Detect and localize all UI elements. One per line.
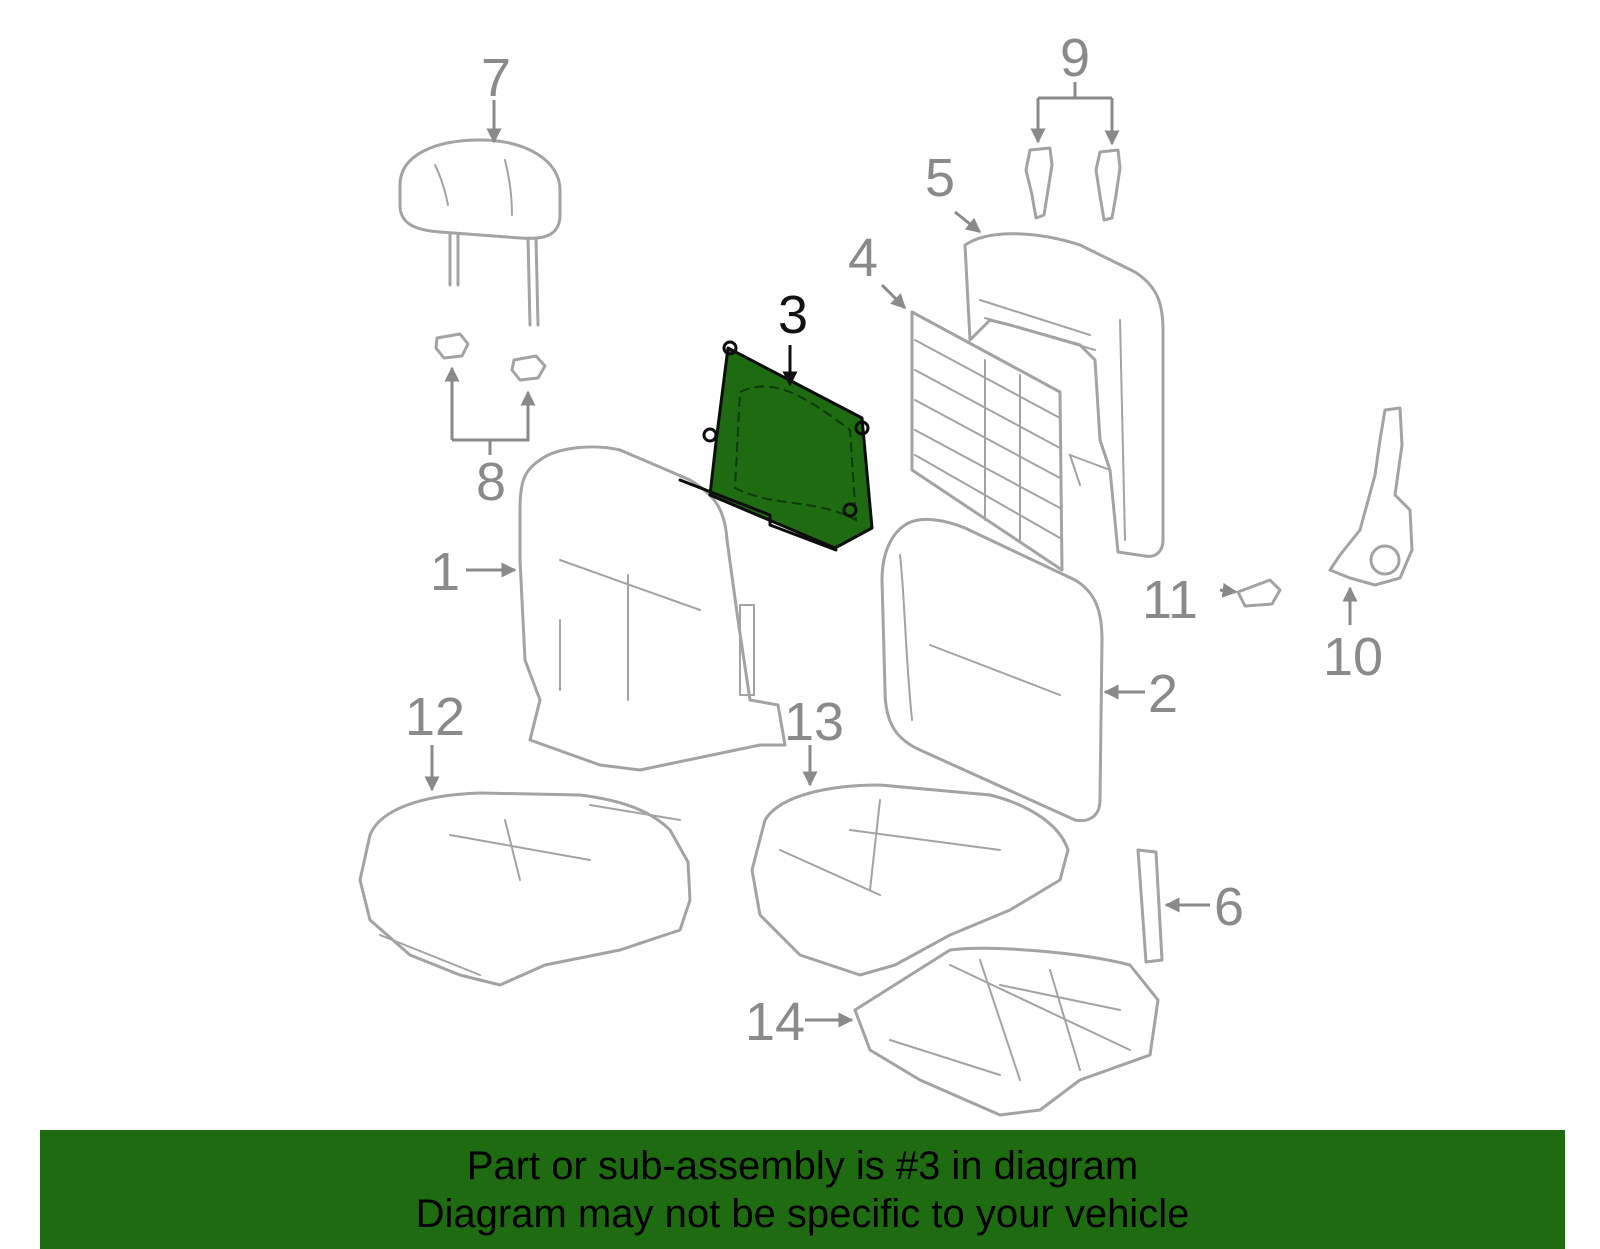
- clips-part-9: [1024, 146, 1122, 222]
- lumbar-panel-part-3: [678, 340, 874, 552]
- callout-1: 1: [430, 542, 460, 602]
- spring-mat-part-4: [910, 310, 1064, 572]
- callout-3: 3: [778, 285, 808, 345]
- seatback-cover-part-1: [518, 445, 787, 772]
- seatback-cushion-part-2: [880, 518, 1104, 823]
- banner-line-disclaimer: Diagram may not be specific to your vehi…: [415, 1191, 1190, 1236]
- headrest-part-7: [398, 138, 562, 327]
- headrest-guides-part-8: [434, 332, 547, 382]
- banner-line-part: Part or sub-assembly is #3 in diagram: [466, 1143, 1139, 1188]
- seat-cover-part-12: [358, 791, 692, 987]
- callout-14: 14: [745, 992, 805, 1052]
- seat-frame-part-14: [853, 946, 1160, 1117]
- recliner-part-10: [1328, 406, 1414, 587]
- seat-cushion-part-13: [750, 783, 1070, 977]
- callout-9: 9: [1060, 28, 1090, 88]
- part-info-banner: Part or sub-assembly is #3 in diagram Di…: [40, 1130, 1565, 1249]
- callout-7: 7: [481, 48, 511, 108]
- seatback-frame-part-5: [963, 232, 1165, 558]
- side-shield-part-6: [1136, 848, 1164, 964]
- callout-13: 13: [784, 692, 844, 752]
- callout-8: 8: [476, 452, 506, 512]
- callout-5: 5: [925, 148, 955, 208]
- callout-11: 11: [1142, 570, 1198, 630]
- callout-10: 10: [1323, 627, 1383, 687]
- callout-2: 2: [1148, 664, 1178, 724]
- callout-12: 12: [405, 687, 465, 747]
- callout-6: 6: [1214, 877, 1244, 937]
- knob-part-11: [1236, 578, 1282, 608]
- callout-4: 4: [848, 228, 878, 288]
